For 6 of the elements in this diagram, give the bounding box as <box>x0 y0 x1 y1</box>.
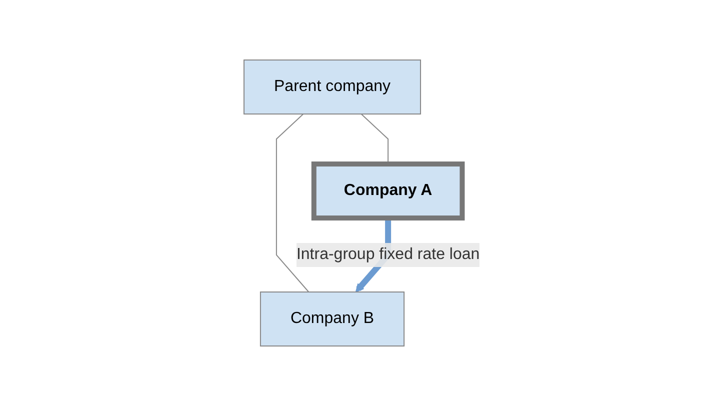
connector <box>276 114 309 292</box>
edge-label: Intra-group fixed rate loan <box>296 246 480 263</box>
connector <box>360 114 388 164</box>
node-box: Company B <box>260 292 404 346</box>
node-box: Company A <box>311 162 464 220</box>
node-box: Parent company <box>243 60 421 114</box>
